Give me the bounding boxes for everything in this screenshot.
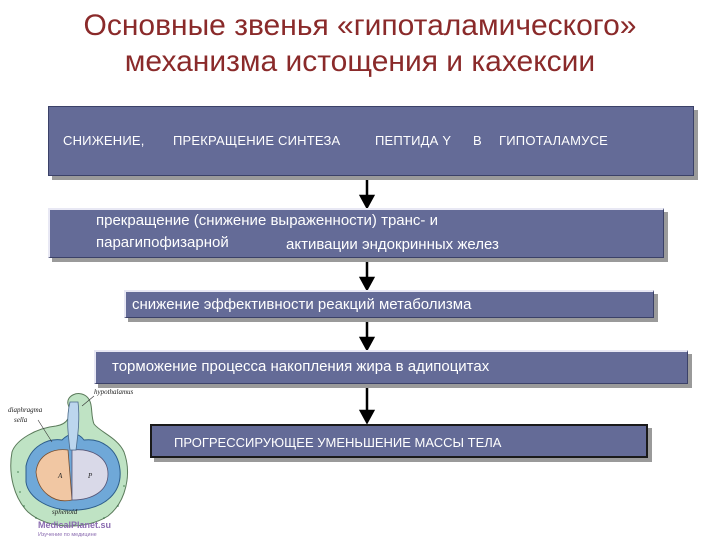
slide-title: Основные звенья «гипоталамического» меха… bbox=[0, 8, 720, 80]
title-line-1: Основные звенья «гипоталамического» bbox=[83, 9, 637, 42]
step-2-line-1: прекращение (снижение выраженности) тран… bbox=[96, 212, 438, 229]
step-1-part-2: ПРЕКРАЩЕНИЕ СИНТЕЗА bbox=[173, 133, 341, 148]
arrow-1 bbox=[358, 177, 376, 210]
step-1-part-1: СНИЖЕНИЕ, bbox=[63, 133, 145, 148]
arrow-2 bbox=[358, 262, 376, 292]
step-1-part-4: В bbox=[473, 133, 482, 148]
step-4-box: торможение процесса накопления жира в ад… bbox=[94, 350, 688, 384]
title-line-2: механизма истощения и кахексии bbox=[124, 45, 596, 78]
step-5-box: ПРОГРЕССИРУЮЩЕЕ УМЕНЬШЕНИЕ МАССЫ ТЕЛА bbox=[150, 424, 648, 458]
step-1-part-5: ГИПОТАЛАМУСЕ bbox=[499, 133, 609, 148]
label-sphenoid: sphenoid bbox=[52, 508, 78, 516]
watermark-text: MedicalPlanet.su bbox=[38, 520, 111, 530]
arrow-4 bbox=[358, 388, 376, 425]
step-1-part-3: ПЕПТИДА Y bbox=[375, 133, 452, 148]
watermark-subtext: Изучение по медицине bbox=[38, 532, 97, 538]
step-4-text: торможение процесса накопления жира в ад… bbox=[112, 358, 490, 375]
step-1-box: СНИЖЕНИЕ, ПРЕКРАЩЕНИЕ СИНТЕЗА ПЕПТИДА Y … bbox=[48, 106, 694, 176]
pituitary-illustration: hypothalamus diaphragma sella A P spheno… bbox=[8, 388, 134, 538]
step-2-box: прекращение (снижение выраженности) тран… bbox=[48, 208, 664, 258]
step-3-text: снижение эффективности реакций метаболиз… bbox=[132, 296, 472, 313]
step-5-text: ПРОГРЕССИРУЮЩЕЕ УМЕНЬШЕНИЕ МАССЫ ТЕЛА bbox=[174, 435, 502, 450]
label-hypothalamus: hypothalamus bbox=[94, 388, 134, 396]
label-diaphragma: diaphragma bbox=[8, 406, 43, 414]
arrow-3 bbox=[358, 322, 376, 352]
step-3-box: снижение эффективности реакций метаболиз… bbox=[124, 290, 654, 318]
step-2-line-2a: парагипофизарной bbox=[96, 234, 229, 251]
label-a: A bbox=[57, 472, 63, 480]
step-2-line-2b: активации эндокринных желез bbox=[286, 236, 499, 253]
label-p: P bbox=[87, 472, 93, 480]
label-sella: sella bbox=[14, 416, 28, 424]
